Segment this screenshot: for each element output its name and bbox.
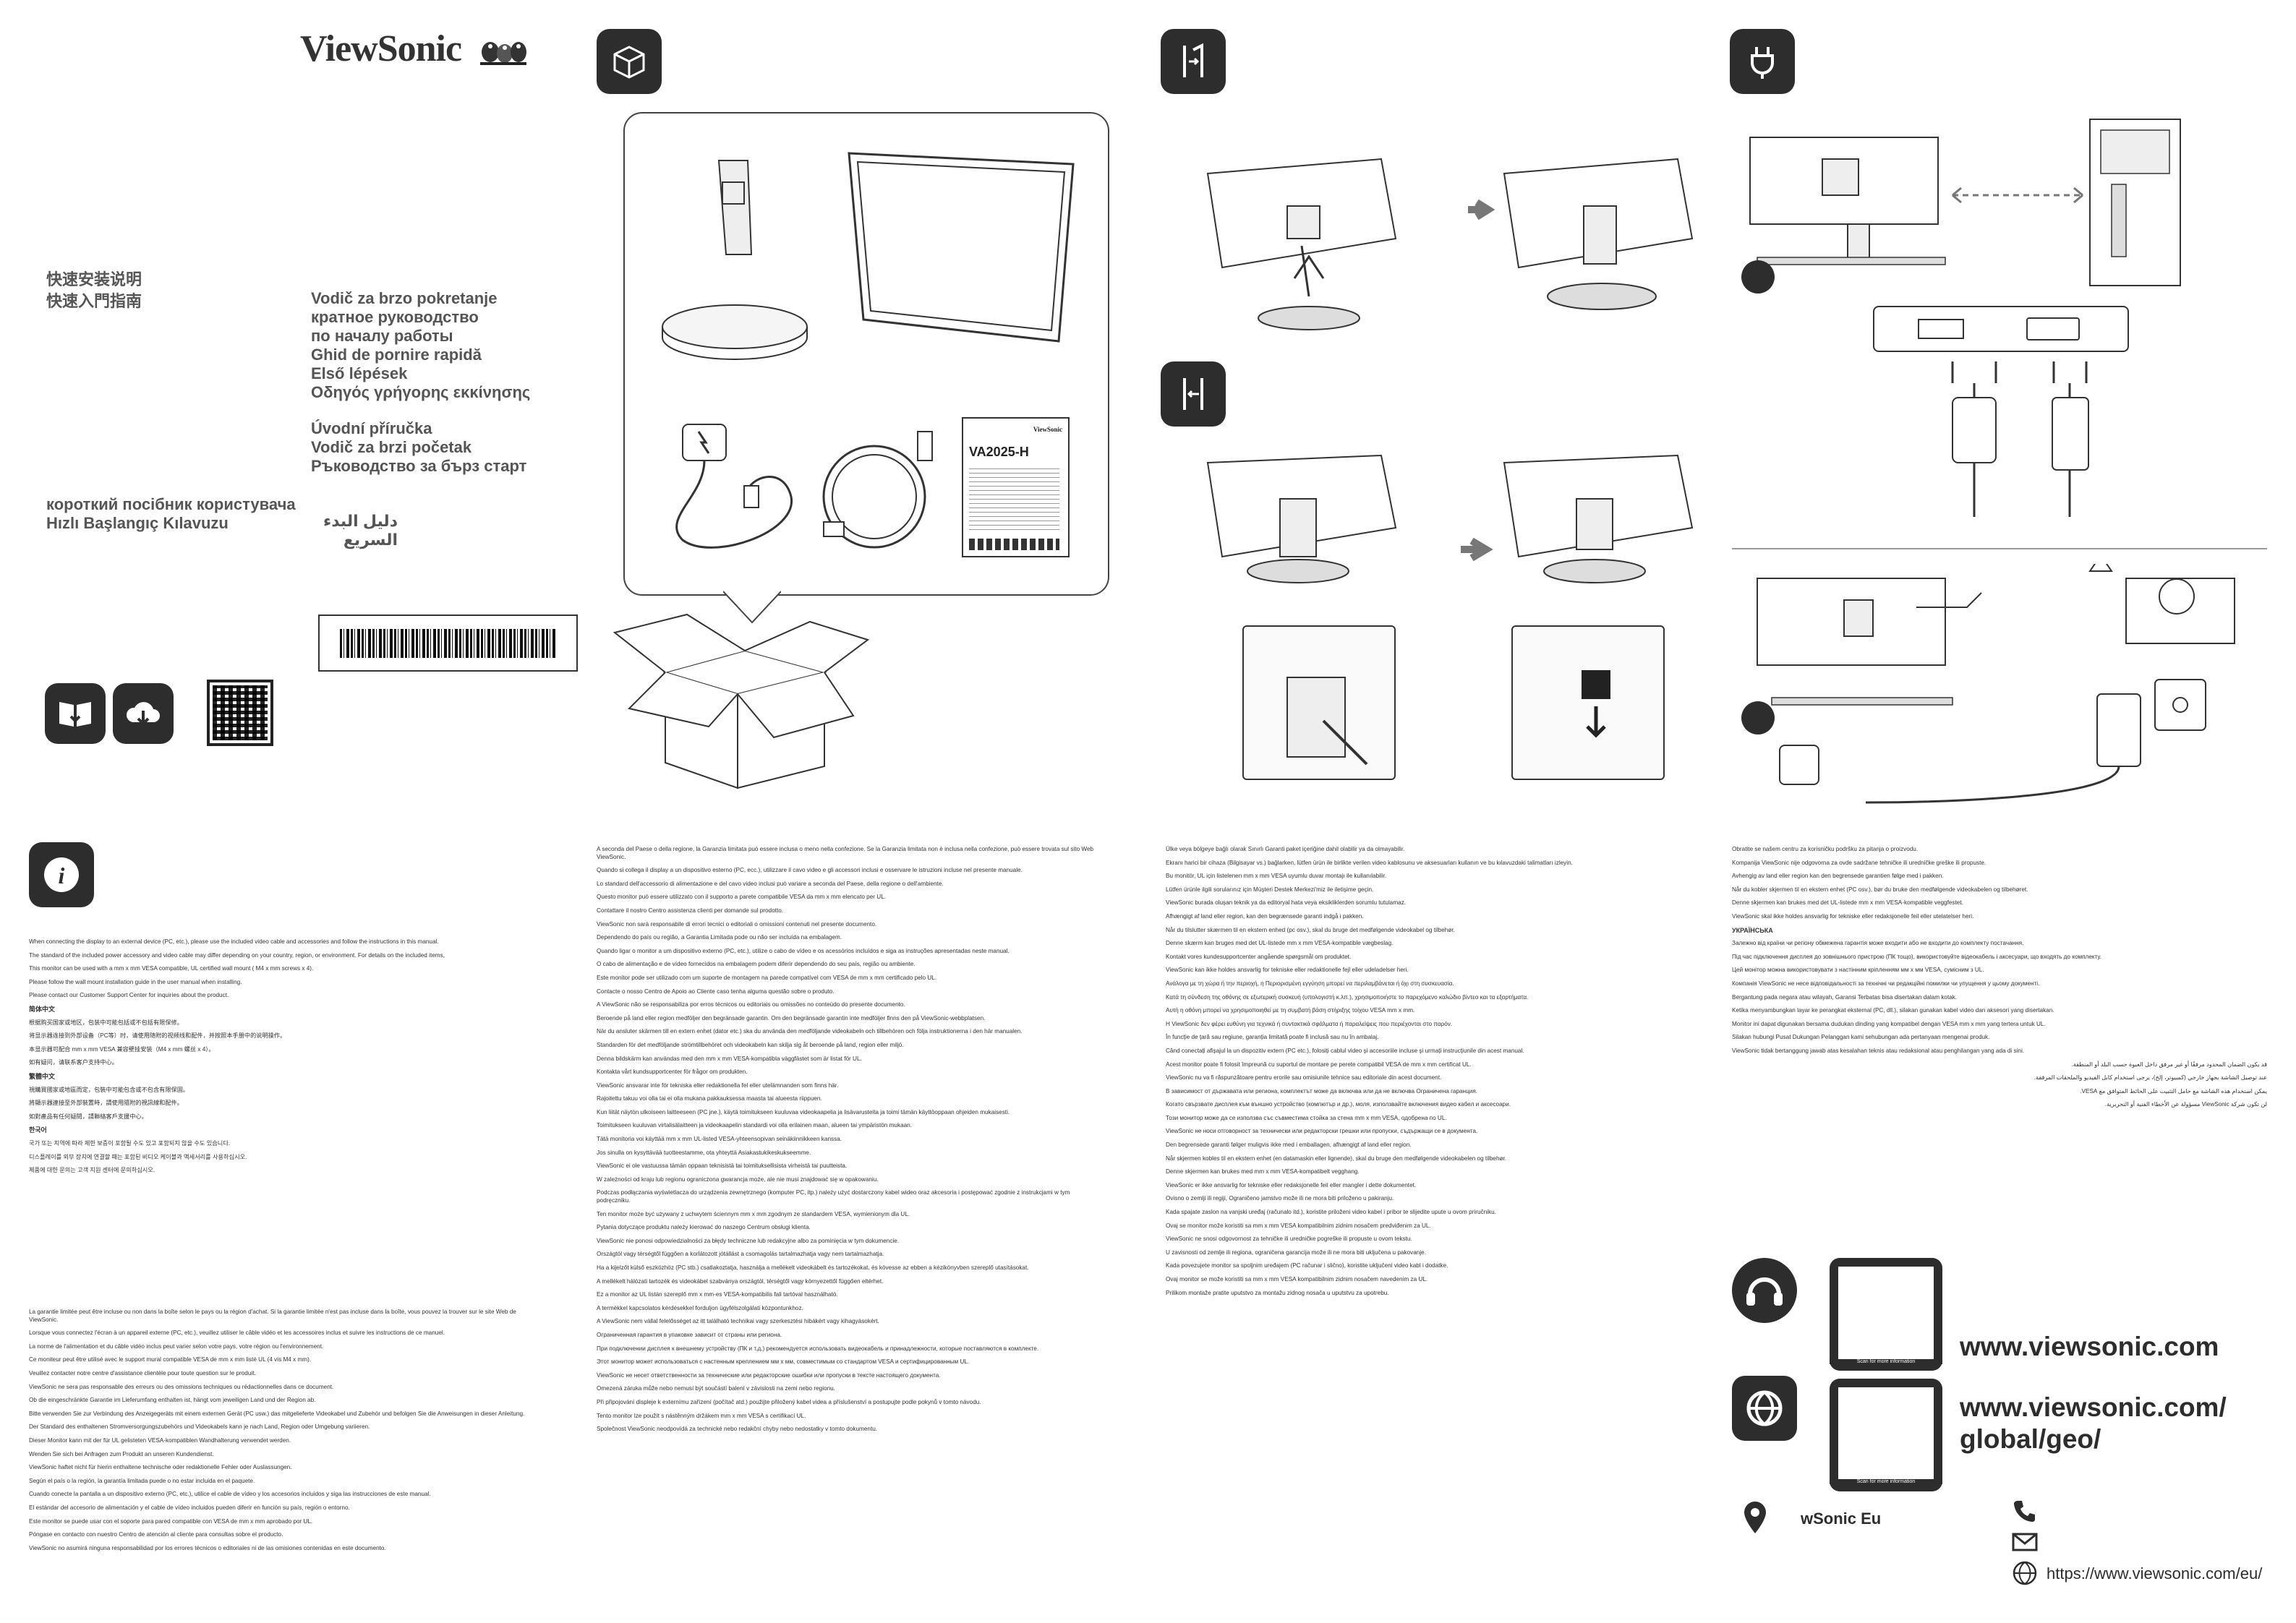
stand-neck [717,160,753,255]
callout-pointer [723,591,781,624]
quick-start-booklet: ViewSonic VA2025-H [962,417,1070,557]
barcode [339,628,557,658]
customer-support-icon [1732,1258,1797,1323]
port-panel [1873,306,2129,352]
url-eu[interactable]: https://www.viewsonic.com/eu/ [2047,1564,2263,1583]
birds-logo-icon [477,30,528,67]
qr-caption-2: Scan for more information [1830,1479,1942,1484]
box-contents-panel: ViewSonic VA2025-H [623,112,1109,596]
titles-group-3: короткий посібник користувача Hızlı Başl… [46,495,296,532]
phone-icon [2014,1501,2035,1522]
location-label: wSonic Eu [1801,1509,1882,1528]
vga-port [2026,317,2080,341]
divider-line [1732,548,2267,549]
step-marker-1 [1741,260,1775,294]
qr-code-global[interactable] [1830,1379,1942,1491]
email-icon [2012,1533,2038,1551]
url-geo[interactable]: www.viewsonic.com/ global/geo/ [1960,1392,2227,1455]
text-column-1-bottom: La garantie limitée peut être incluse ou… [29,1309,525,1551]
brand-logo: ViewSonic [300,28,462,69]
video-cables [1951,361,2089,517]
text-column-3: Ülke veya bölgeye bağlı olarak Sınırlı G… [1166,846,1573,1296]
connection-icon [1730,29,1795,94]
title-zh-cn: 快速安装说明 [46,270,142,288]
title-arabic: دليل البدء السريع [323,512,398,549]
release-detail-2 [1511,625,1665,780]
stand-attach-step-1 [1206,158,1694,330]
attach-stand-icon [1161,29,1226,94]
connect-video-diagram [1749,119,2181,286]
stand-base [662,304,808,360]
stand-detach-step-1 [1206,454,1694,583]
titles-group-2: Úvodní příručka Vodič za brzi početak Ръ… [311,419,527,475]
titles-group-1: Vodič za brzo pokretanje кратное руковод… [311,289,531,401]
location-pin-icon [1744,1502,1766,1533]
svg-text:i: i [59,862,65,888]
download-manual-icon [45,683,106,744]
url-geo-line-2: global/geo/ [1960,1424,2101,1454]
connect-power-diagram [1757,564,2235,804]
monitor-front [848,152,1075,343]
release-detail-1 [1242,625,1396,780]
qr-caption-1: Scan for more information [1830,1359,1942,1364]
url-main[interactable]: www.viewsonic.com [1960,1332,2219,1361]
booklet-brand: ViewSonic [1033,426,1062,433]
cloud-download-icon [113,683,174,744]
cjk-titles: 快速安装说明 快速入門指南 [46,269,142,312]
global-box-icon [1732,1376,1797,1441]
step-marker-2 [1741,701,1775,735]
qr-code-support[interactable] [1830,1258,1942,1371]
dc-input-icon [1779,745,1819,785]
title-zh-tw: 快速入門指南 [46,292,142,310]
text-column-2: A seconda del Paese o della regione, la … [597,846,1094,1433]
text-column-4: Obratite se našem centru za korisničku p… [1732,846,2267,1108]
url-geo-line-1: www.viewsonic.com/ [1960,1392,2227,1422]
hdmi-port [1918,319,1964,339]
detach-stand-icon [1161,361,1226,427]
hdmi-cable [822,431,933,549]
globe-icon [2013,1561,2037,1585]
power-adapter [675,424,793,549]
barcode-box [318,614,578,672]
box-contents-icon [597,29,662,94]
info-icon: i [29,842,94,907]
open-box [613,613,870,789]
qr-code-small [207,680,273,746]
text-column-1-top: When connecting the display to an extern… [29,938,445,1174]
booklet-model: VA2025-H [969,445,1029,459]
